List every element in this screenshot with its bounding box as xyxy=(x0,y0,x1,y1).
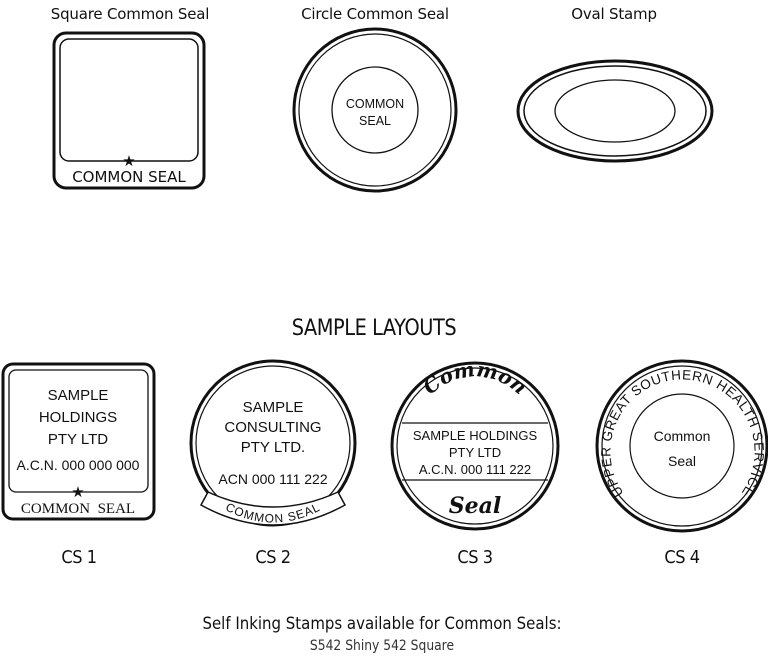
svg-text:CONSULTING: CONSULTING xyxy=(224,419,321,436)
footer-subtitle: S542 Shiny 542 Square xyxy=(309,638,455,654)
svg-text:HOLDINGS: HOLDINGS xyxy=(39,409,117,426)
cs3-label: CS 3 xyxy=(457,547,493,568)
svg-text:★: ★ xyxy=(122,153,135,170)
cs2-seal-icon: SAMPLE CONSULTING PTY LTD. ACN 000 111 2… xyxy=(189,359,357,527)
cs4-label: CS 4 xyxy=(664,547,700,568)
oval-stamp-icon xyxy=(516,59,714,163)
svg-text:Seal: Seal xyxy=(449,493,502,519)
svg-text:SAMPLE: SAMPLE xyxy=(48,387,109,404)
cs1-seal-icon: SAMPLE HOLDINGS PTY LTD A.C.N. 000 000 0… xyxy=(1,362,156,521)
svg-text:SAMPLE HOLDINGS: SAMPLE HOLDINGS xyxy=(413,428,538,443)
svg-text:PTY LTD: PTY LTD xyxy=(449,445,501,460)
svg-text:PTY LTD.: PTY LTD. xyxy=(241,439,305,456)
svg-text:★: ★ xyxy=(71,484,84,501)
circle-seal-title: Circle Common Seal xyxy=(301,5,449,23)
svg-text:COMMON SEAL: COMMON SEAL xyxy=(21,501,135,517)
square-seal-icon: ★ COMMON SEAL xyxy=(52,31,206,190)
footer-title: Self Inking Stamps available for Common … xyxy=(202,614,562,634)
section-heading: SAMPLE LAYOUTS xyxy=(291,316,457,341)
svg-text:Seal: Seal xyxy=(668,453,696,469)
circle-seal-icon: COMMON SEAL xyxy=(292,27,458,193)
svg-text:ACN 000 111 222: ACN 000 111 222 xyxy=(218,471,327,487)
cs1-label: CS 1 xyxy=(61,547,97,568)
svg-text:SEAL: SEAL xyxy=(359,114,391,128)
oval-stamp-title: Oval Stamp xyxy=(571,5,657,23)
svg-text:SAMPLE: SAMPLE xyxy=(243,399,304,416)
cs2-label: CS 2 xyxy=(255,547,291,568)
svg-text:COMMON: COMMON xyxy=(346,97,404,111)
svg-text:Common: Common xyxy=(654,428,711,444)
square-seal-title: Square Common Seal xyxy=(50,5,210,23)
cs3-seal-icon: Common SAMPLE HOLDINGS PTY LTD A.C.N. 00… xyxy=(390,357,560,531)
svg-text:A.C.N. 000 000 000: A.C.N. 000 000 000 xyxy=(17,457,140,473)
square-seal-text: COMMON SEAL xyxy=(72,168,186,186)
cs4-seal-icon: UPPER GREAT SOUTHERN HEALTH SERVICE Comm… xyxy=(595,359,768,533)
svg-text:PTY LTD: PTY LTD xyxy=(48,431,108,448)
svg-text:A.C.N. 000 111 222: A.C.N. 000 111 222 xyxy=(419,462,531,477)
